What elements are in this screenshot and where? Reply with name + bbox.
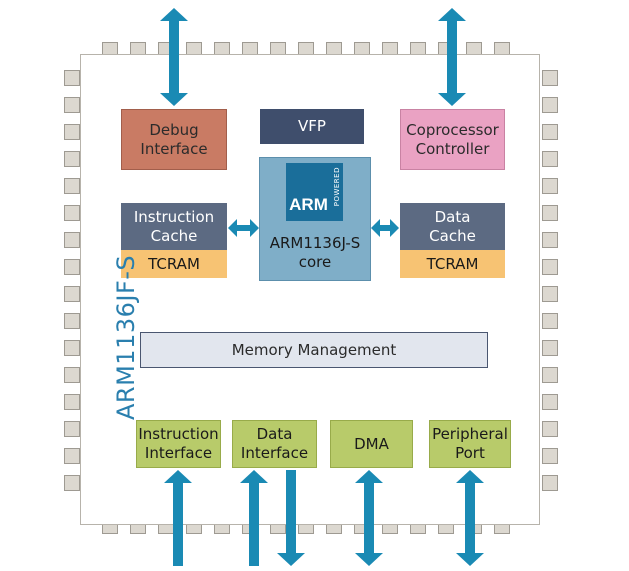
chip-pin — [64, 70, 80, 86]
chip-pin — [64, 448, 80, 464]
instruction-interface-arrow — [164, 470, 192, 566]
coprocessor-controller-block: Coprocessor Controller — [400, 109, 505, 170]
chip-pin — [542, 205, 558, 221]
chip-pin — [542, 340, 558, 356]
chip-pin — [64, 475, 80, 491]
instruction-cache-block: Instruction Cache — [121, 203, 227, 250]
peripheral-port-arrow — [456, 470, 484, 566]
chip-pin — [542, 151, 558, 167]
arm-core-block: ARM1136J-S core — [259, 157, 371, 281]
chip-pin — [542, 70, 558, 86]
chip-pin — [64, 178, 80, 194]
chip-pin — [64, 367, 80, 383]
coprocessor-arrow — [438, 8, 466, 106]
data-interface-in-arrow — [240, 470, 268, 566]
peripheral-port-block: Peripheral Port — [429, 420, 511, 468]
chip-pin — [64, 97, 80, 113]
chip-pin — [64, 394, 80, 410]
chip-pin — [542, 259, 558, 275]
data-tcram-block: TCRAM — [400, 250, 505, 278]
instruction-tcram-block: TCRAM — [121, 250, 227, 278]
data-interface-block: Data Interface — [232, 420, 317, 468]
logo-main-text: ARM — [289, 195, 328, 214]
chip-pin — [542, 394, 558, 410]
chip-pin — [542, 232, 558, 248]
chip-pin — [64, 151, 80, 167]
chip-pin — [542, 178, 558, 194]
chip-pin — [64, 259, 80, 275]
chip-pin — [64, 313, 80, 329]
chip-pin — [542, 367, 558, 383]
chip-pin — [64, 340, 80, 356]
instruction-interface-block: Instruction Interface — [136, 420, 221, 468]
chip-pin — [542, 421, 558, 437]
chip-pin — [64, 286, 80, 302]
chip-pin — [542, 124, 558, 140]
debug-arrow — [160, 8, 188, 106]
dma-arrow — [355, 470, 383, 566]
chip-pin — [542, 97, 558, 113]
data-interface-out-arrow — [277, 470, 305, 566]
dma-block: DMA — [330, 420, 413, 468]
chip-pin — [64, 124, 80, 140]
chip-pin — [542, 475, 558, 491]
arm-powered-logo: ARM POWERED — [286, 163, 343, 221]
chip-pin — [542, 448, 558, 464]
chip-pin — [64, 205, 80, 221]
chip-pin — [542, 313, 558, 329]
chip-pin — [64, 232, 80, 248]
core-dcache-arrow — [371, 219, 399, 237]
chip-pin — [64, 421, 80, 437]
memory-management-block: Memory Management — [140, 332, 488, 368]
debug-interface-block: Debug Interface — [121, 109, 227, 170]
vfp-block: VFP — [260, 109, 364, 144]
chip-pin — [542, 286, 558, 302]
data-cache-block: Data Cache — [400, 203, 505, 250]
icache-core-arrow — [228, 219, 259, 237]
